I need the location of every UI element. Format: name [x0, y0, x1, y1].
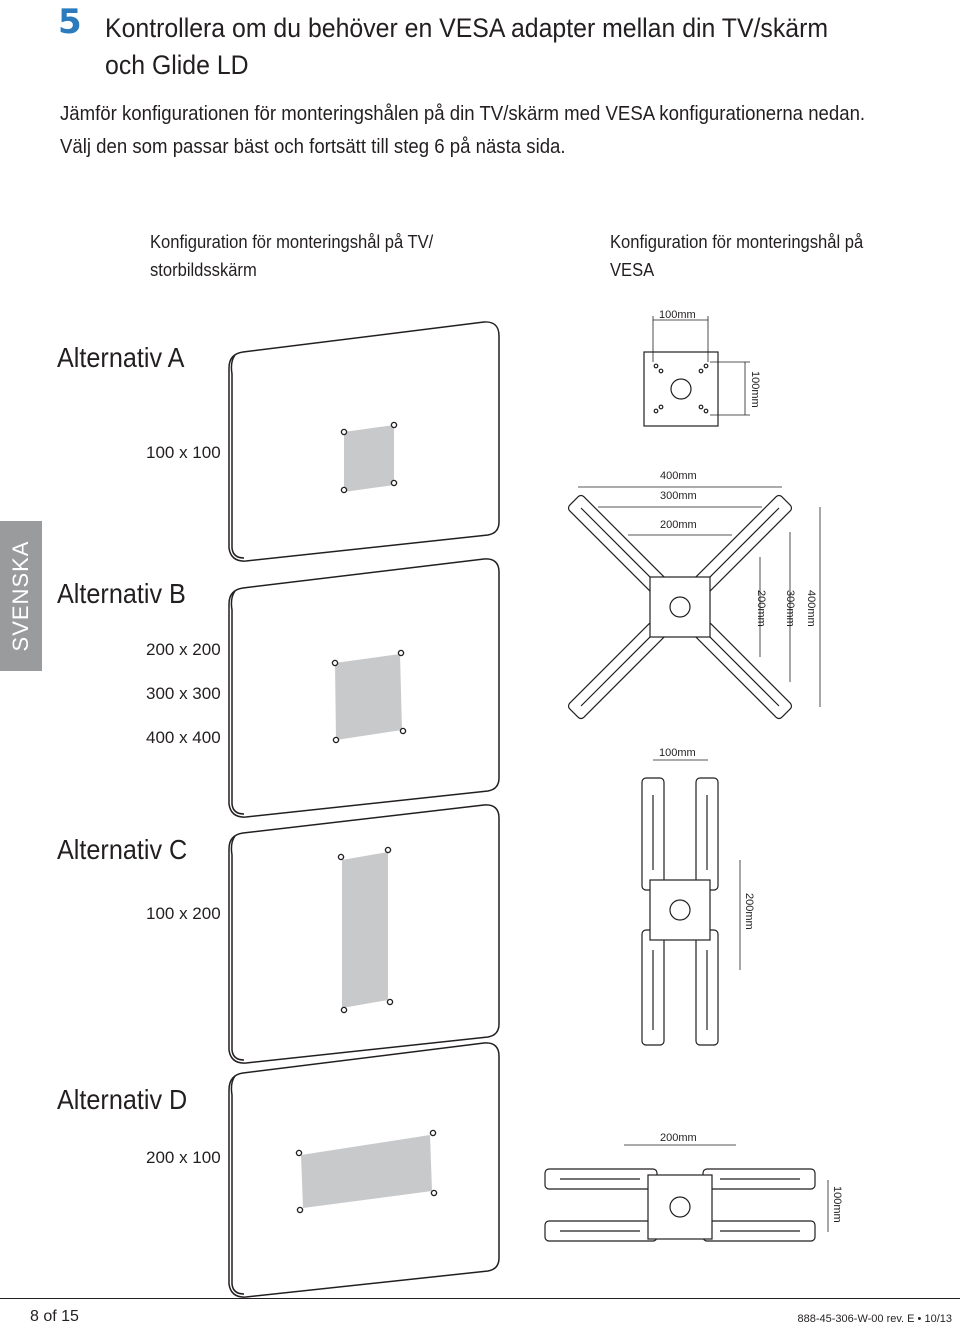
dim-a-top: 100mm — [659, 309, 696, 321]
dim-b-200: 200mm — [660, 519, 697, 531]
dim-b-400: 400mm — [660, 470, 697, 482]
column-heading-tv: Konfiguration för monteringshål på TV/ s… — [150, 232, 434, 280]
page-number: 8 of 15 — [30, 1308, 79, 1325]
dimension-lines-b — [578, 486, 821, 707]
document-number: 888-45-306-W-00 rev. E • 10/13 — [797, 1313, 952, 1325]
intro-text: Jämför konfigurationen för monteringshål… — [60, 103, 866, 158]
vesa-bracket-d — [544, 1168, 816, 1242]
vesa-plate-a — [643, 351, 719, 427]
footer-rule — [0, 1298, 960, 1299]
dimension-lines-a — [652, 316, 750, 416]
dim-c-side: 200mm — [743, 893, 755, 930]
vesa-bracket-c — [641, 777, 719, 1046]
option-d-label: Alternativ D — [57, 1084, 188, 1115]
dimension-lines-c — [653, 759, 741, 970]
tv-screen-d — [228, 1042, 500, 1298]
dim-b-v300: 300mm — [784, 590, 796, 627]
dim-c-top: 100mm — [659, 747, 696, 759]
option-c-size: 100 x 200 — [146, 904, 221, 923]
vesa-bracket-b — [567, 494, 793, 720]
dim-a-side: 100mm — [749, 371, 761, 408]
option-b-size-1: 200 x 200 — [146, 640, 221, 659]
option-d-size: 200 x 100 — [146, 1148, 221, 1167]
dim-b-v200: 200mm — [755, 590, 767, 627]
tv-screen-b — [228, 558, 500, 818]
option-a-label: Alternativ A — [57, 342, 185, 373]
option-a-size: 100 x 100 — [146, 443, 221, 462]
dim-d-top: 200mm — [660, 1132, 697, 1144]
tv-screen-a — [228, 321, 500, 562]
tv-screen-c — [228, 804, 500, 1064]
option-b-size-2: 300 x 300 — [146, 684, 221, 703]
step-number: 5 — [58, 2, 82, 42]
dim-b-v400: 400mm — [805, 590, 817, 627]
dim-b-300: 300mm — [660, 490, 697, 502]
dimension-lines-d — [624, 1144, 829, 1232]
dim-d-side: 100mm — [831, 1186, 843, 1223]
option-b-size-3: 400 x 400 — [146, 728, 221, 747]
column-heading-vesa: Konfiguration för monteringshål på VESA — [610, 232, 864, 280]
step-title: Kontrollera om du behöver en VESA adapte… — [105, 13, 829, 80]
option-b-label: Alternativ B — [57, 578, 186, 609]
option-c-label: Alternativ C — [57, 834, 188, 865]
language-tab: SVENSKA — [0, 521, 42, 671]
